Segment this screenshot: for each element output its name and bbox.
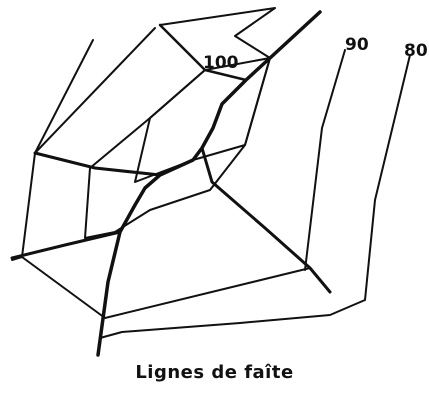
ridge-line-branch-upper xyxy=(158,23,248,82)
figure-caption: Lignes de faîte xyxy=(135,362,294,383)
contour-label-80: 80 xyxy=(404,41,428,61)
outer-envelope xyxy=(34,39,94,154)
contour-line-90 xyxy=(84,7,276,239)
contour-label-100: 100 xyxy=(203,53,239,73)
contour-line-80-extension xyxy=(99,54,411,339)
ridge-line-branch-left xyxy=(33,151,162,177)
contour-label-90: 90 xyxy=(345,35,369,55)
contour-line-90-extension xyxy=(304,49,346,271)
ridge-line-branch-lower-left xyxy=(10,230,122,260)
ridge-line-branch-right xyxy=(200,146,332,294)
